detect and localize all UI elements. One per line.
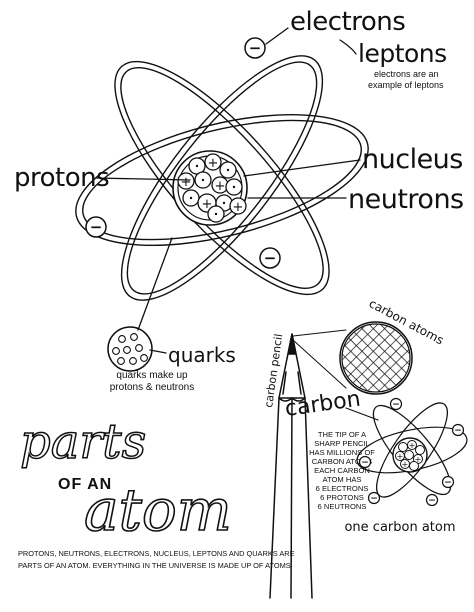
proton-sign: +	[215, 179, 226, 194]
quarks-note-line1: quarks make up	[116, 370, 188, 381]
electron-sign: −	[370, 494, 378, 504]
title-atom: atom	[84, 476, 232, 544]
carbon-section: carbon atoms carbon THE TIP OF A SHARP P…	[283, 296, 468, 535]
title-parts: parts	[20, 414, 146, 470]
title-block: parts OF AN atom	[19, 413, 232, 545]
proton-sign: +	[208, 156, 219, 171]
carbon-description-line: SHARP PENCIL	[314, 439, 370, 448]
quark-cluster	[107, 326, 153, 372]
label-protons: protons	[14, 163, 109, 193]
electron-sign: −	[90, 218, 103, 236]
title-of-an: OF AN	[58, 476, 112, 493]
electron-sign: −	[392, 400, 400, 410]
footer-line2: PARTS OF AN ATOM. EVERYTHING IN THE UNIV…	[18, 561, 291, 570]
leptons-note-line1: electrons are an	[374, 69, 439, 79]
carbon-description-line: CARBON ATOMS	[312, 457, 372, 466]
orbit-diagonal-right	[120, 55, 324, 301]
carbon-description: THE TIP OF A SHARP PENCIL HAS MILLIONS O…	[309, 430, 375, 511]
label-nucleus: nucleus	[362, 144, 463, 175]
carbon-description-line: 6 NEUTRONS	[318, 502, 367, 511]
carbon-description-line: EACH CARBON	[314, 466, 370, 475]
electron-sign: −	[264, 249, 277, 267]
label-neutrons: neutrons	[348, 184, 464, 215]
label-electrons: electrons	[290, 7, 405, 37]
footer-line1: PROTONS, NEUTRONS, ELECTRONS, NUCLEUS, L…	[18, 549, 295, 558]
proton-sign: +	[402, 460, 409, 469]
label-quarks: quarks	[168, 343, 236, 367]
proton-sign: +	[233, 200, 244, 215]
carbon-description-line: 6 PROTONS	[320, 493, 364, 502]
proton-sign: +	[415, 455, 422, 464]
electrons: − − −	[85, 37, 281, 269]
proton-sign: +	[409, 441, 416, 450]
footer-note: PROTONS, NEUTRONS, ELECTRONS, NUCLEUS, L…	[18, 549, 295, 570]
label-leptons: leptons	[358, 39, 447, 68]
small-carbon-atom: + + + + − − − − − −	[356, 397, 468, 507]
electron-sign: −	[444, 478, 452, 488]
carbon-description-line: HAS MILLIONS OF	[309, 448, 375, 457]
proton-sign: +	[202, 197, 213, 212]
electron-sign: −	[454, 426, 462, 436]
carbon-description-line: 6 ELECTRONS	[316, 484, 369, 493]
carbon-pencil: carbon pencil	[262, 333, 313, 599]
proton-sign: +	[181, 175, 192, 190]
quarks-note-line2: protons & neutrons	[110, 382, 195, 393]
electron-sign: −	[361, 458, 369, 468]
carbon-description-line: THE TIP OF A	[318, 430, 367, 439]
nucleus: + + + + +	[172, 150, 248, 226]
main-atom: + + + + + − − −	[14, 7, 464, 393]
leader-lines	[95, 27, 361, 354]
carbon-atoms-mesh	[339, 321, 413, 395]
carbon-description-line: ATOM HAS	[323, 475, 362, 484]
leptons-note-line2: example of leptons	[368, 80, 444, 90]
electron-sign: −	[249, 39, 262, 57]
proton-sign: +	[397, 452, 404, 461]
label-one-carbon-atom: one carbon atom	[344, 520, 455, 535]
electron-sign: −	[428, 496, 436, 506]
